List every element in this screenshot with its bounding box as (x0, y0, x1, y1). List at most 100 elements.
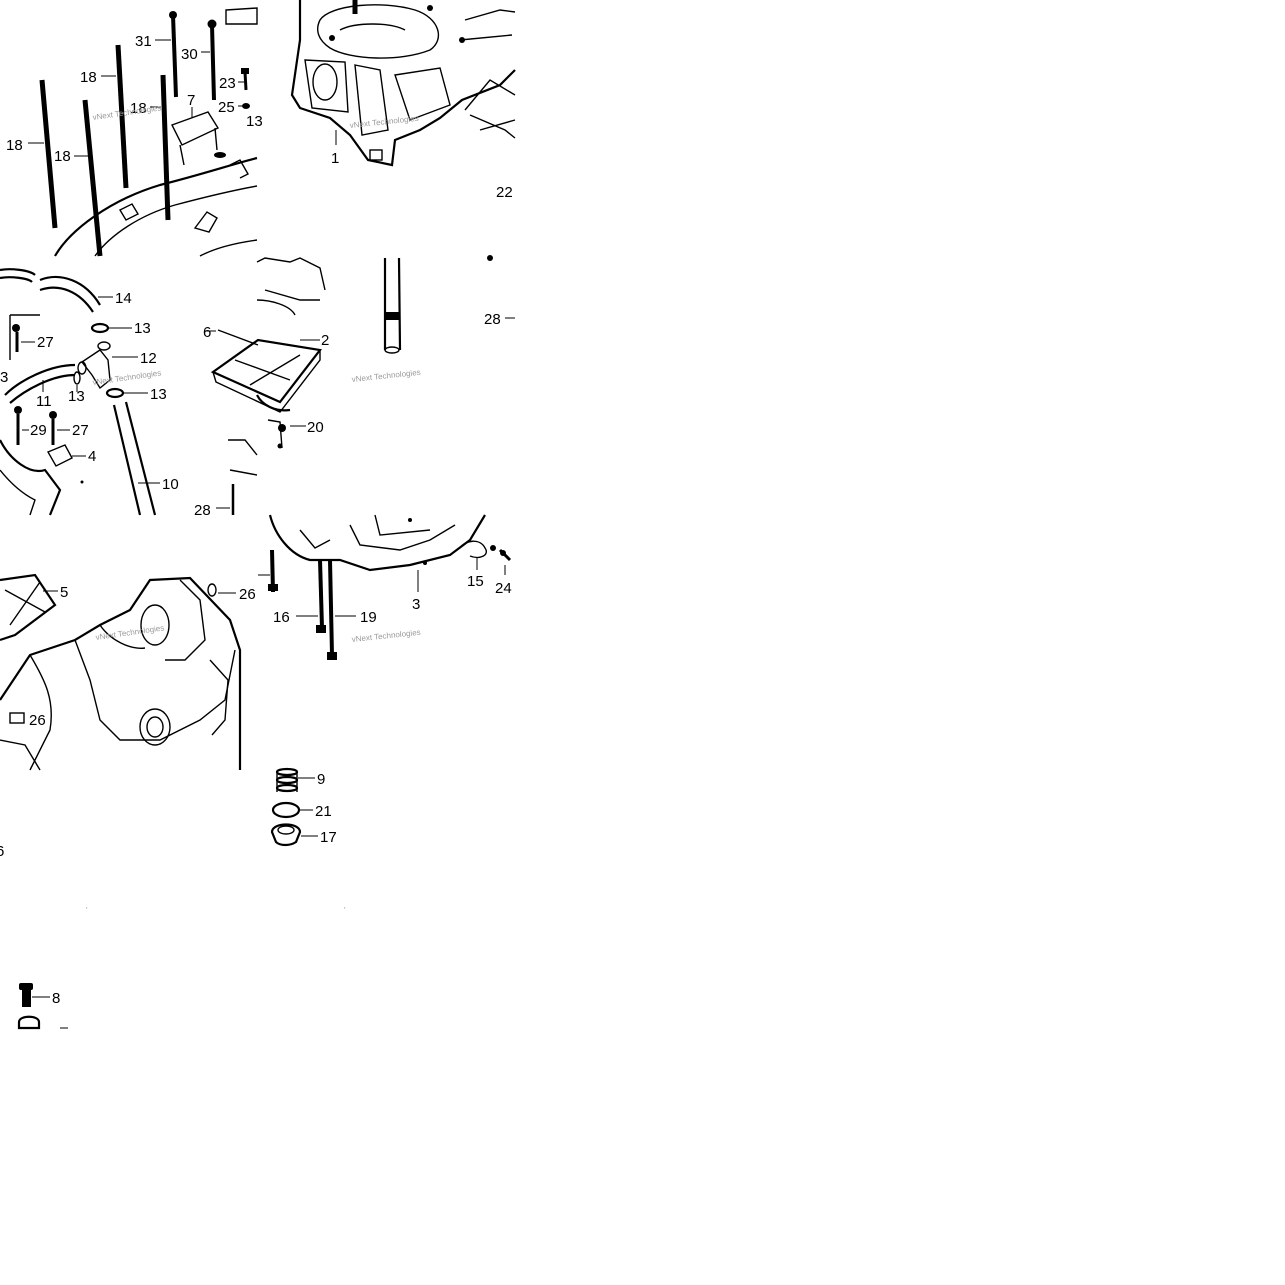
crankcase-fragment (228, 439, 258, 476)
tile-top-left: 31 30 18 23 18 7 25 13 18 18 vNext Techn… (6, 7, 263, 257)
bracket-27 (9, 314, 40, 360)
crankcase-lower-left (0, 439, 62, 516)
cap-17-top (277, 825, 295, 835)
callout-25: 25 (218, 99, 235, 116)
tile-middle-middle: 6 2 20 28 vNext Technologies (203, 255, 515, 449)
bolt-30-head (207, 19, 217, 29)
crankcase-bracket (469, 114, 516, 139)
bolt-20-head (278, 424, 286, 432)
bolt-23 (243, 71, 248, 91)
callout-26: 26 (239, 586, 256, 603)
callout-6: 6 (0, 843, 4, 860)
cap-17 (270, 823, 302, 847)
callout-16: 16 (273, 609, 290, 626)
plate-5 (0, 573, 57, 642)
spring-9-coil-1 (275, 767, 299, 777)
hose-10-left (112, 404, 142, 516)
bolt-27-head (12, 324, 20, 332)
crankcase-foot (369, 149, 383, 161)
callout-27: 27 (37, 334, 54, 351)
clamp-13-lower (105, 387, 125, 399)
joint-12-top (97, 341, 111, 351)
plate-4 (46, 444, 73, 467)
callout-6: 6 (203, 324, 211, 341)
callout-22: 22 (496, 184, 513, 201)
callout-2: 2 (321, 332, 329, 349)
stud-18-left (39, 79, 58, 229)
bearing-housing-lower (139, 708, 171, 746)
hose-14-inner (39, 286, 94, 313)
crankcase-bottom-edge (199, 239, 258, 257)
pipe-end (384, 346, 400, 354)
callout-28: 28 (194, 502, 211, 519)
crankcase-right-edge (464, 79, 516, 131)
callout-24: 24 (495, 580, 512, 597)
clamp-13-left (73, 371, 81, 385)
watermark: vNext Technologies (92, 368, 162, 387)
dowel-pin (193, 211, 218, 233)
bearing-bore (146, 716, 164, 738)
callout-7: 7 (187, 92, 195, 109)
callout-13: 13 (134, 320, 151, 337)
crankcase-curve (256, 299, 296, 316)
joint-12-side (77, 361, 87, 375)
pipe-right (397, 257, 402, 351)
watermark: vNext Technologies (95, 623, 165, 642)
pipe-7-sides (179, 127, 218, 166)
bolt-30 (210, 24, 216, 101)
journal-left (29, 654, 52, 771)
crankcase-pocket (394, 67, 451, 121)
hose-10-right (124, 401, 157, 516)
callout-9: 9 (317, 771, 325, 788)
hose-11-inner (9, 373, 76, 404)
hose-14 (39, 275, 101, 306)
crankcase-lower-curve (256, 394, 291, 412)
o-ring-21 (271, 801, 301, 819)
lower-crankcase-outline (0, 576, 242, 770)
bolt-27b-head (49, 411, 57, 419)
crankcase-1-outline (290, 0, 516, 167)
faint-mark: ' (86, 906, 88, 915)
callout-11: 11 (36, 393, 52, 410)
spring-9-coil-2 (275, 775, 299, 785)
pipe-7 (171, 111, 220, 146)
crankcase-3-flange (374, 514, 431, 536)
callout-3: 3 (412, 596, 420, 613)
screw-24-head (500, 550, 506, 556)
callout-18: 18 (54, 148, 71, 165)
callout-13: 13 (150, 386, 167, 403)
spring-9-coil-3 (275, 783, 299, 793)
tile-lower-left: 5 26 26 vNext Technologies (0, 573, 256, 771)
hose-14-left-inner (0, 276, 33, 283)
callout-10: 10 (162, 476, 179, 493)
plate-2-edge (212, 350, 321, 413)
cylinder-bore-inner (339, 23, 406, 31)
crankcase-wall (354, 64, 389, 136)
spring-9-sides (276, 772, 298, 792)
crankcase-lower-inner (0, 469, 36, 516)
callout-5: 5 (60, 584, 68, 601)
callout-3: 3 (0, 369, 8, 386)
crankcase-top-fragment (256, 257, 326, 301)
pipe-band (386, 312, 399, 320)
crankcase-rib (229, 159, 249, 179)
tile-middle-left: 14 13 27 12 3 13 13 11 29 27 4 10 28 vNe… (0, 268, 322, 519)
hose-14-left (0, 268, 36, 276)
crankcase-rib-far (209, 659, 229, 736)
callout-4: 4 (88, 448, 96, 465)
plate-5-cross (4, 581, 46, 626)
crankcase-port (312, 63, 338, 101)
joint-12 (80, 349, 111, 390)
callout-21: 21 (315, 803, 332, 820)
watermark: vNext Technologies (351, 368, 421, 384)
faint-mark: ' (344, 906, 346, 915)
washer-below-8 (17, 1015, 41, 1030)
callout-18: 18 (6, 137, 23, 154)
bolt-19 (328, 559, 334, 656)
crankcase-foot-left (0, 739, 41, 771)
bolt-20-bracket (267, 419, 283, 449)
bolt-16 (318, 559, 324, 629)
bearing-housing-upper (140, 604, 170, 646)
plate-2-cross (234, 354, 301, 386)
